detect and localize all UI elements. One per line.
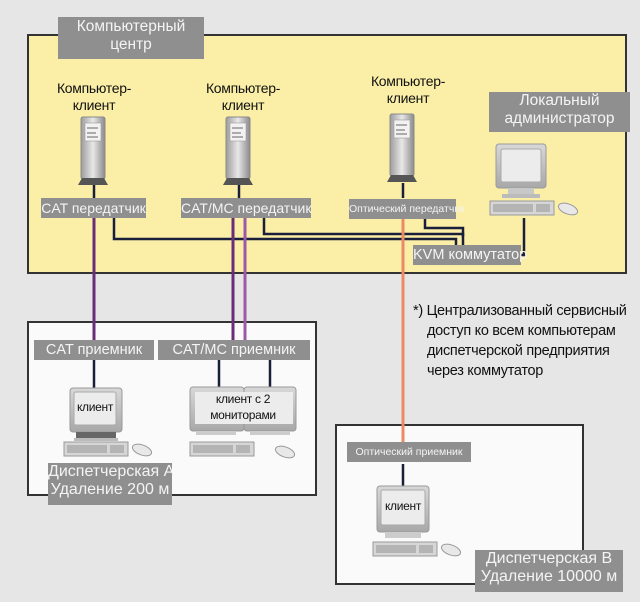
optical-transmitter: Оптический передатчик: [349, 199, 465, 219]
dispatch-a-label-line1: Диспетчерская А: [48, 463, 175, 480]
local-admin-label-line1: Локальный: [519, 92, 600, 109]
note-line-3: диспетчерской предприятия: [427, 343, 610, 359]
note-line-1: *) Централизованный сервисный: [413, 303, 627, 319]
computer-center-label-line1: Компьютерный: [76, 18, 186, 35]
computer-client-1-line1: Компьютер-: [56, 80, 132, 96]
computer-center-label-line2: центр: [110, 35, 152, 53]
client-a-label: клиент: [76, 400, 114, 414]
dispatch-b-label-line2: Удаление 10000 м: [480, 568, 618, 586]
computer-client-1-label: Компьютер- клиент: [44, 80, 144, 114]
kvm-cable-cat: [112, 218, 458, 248]
server-tower-icon: [387, 113, 417, 182]
catmc-transmitter: CAT/MC передатчик: [181, 198, 312, 218]
optical-receiver: Оптический приемник: [347, 442, 471, 462]
dispatch-a-label-line2: Удаление 200 м: [50, 481, 170, 499]
client-b-workstation-icon: [372, 485, 462, 557]
computer-client-3-line2: клиент: [386, 89, 430, 106]
dual-monitor-client-icon: [189, 386, 297, 459]
dispatch-a-label: Диспетчерская А Удаление 200 м: [48, 463, 175, 505]
note-line-2: доступ ко всем компьютерам: [427, 323, 616, 339]
catmc-receiver: CAT/MC приемник: [158, 340, 310, 360]
computer-client-3-line1: Компьютер-: [370, 73, 446, 89]
server-tower-icon: [78, 116, 108, 185]
dual-client-label-line1: клиент с 2: [215, 392, 271, 406]
client-a-workstation-icon: [63, 387, 153, 457]
dual-client-label-line2: мониторами: [210, 408, 276, 422]
server-tower-icon: [223, 116, 253, 185]
client-b-label: клиент: [384, 499, 422, 513]
local-admin-label: Локальный администратор: [489, 92, 630, 132]
computer-client-2-line2: клиент: [221, 96, 265, 113]
note-line-4: через коммутатор: [427, 363, 544, 379]
computer-client-1-line2: клиент: [72, 96, 116, 113]
computer-client-2-label: Компьютер- клиент: [193, 80, 293, 114]
computer-client-2-line1: Компьютер-: [205, 80, 281, 96]
computer-client-3-label: Компьютер- клиент: [358, 73, 458, 107]
kvm-cable-optical: [423, 218, 465, 238]
cat-transmitter: CAT передатчик: [41, 198, 146, 218]
service-access-note: *) Централизованный сервисный доступ ко …: [413, 301, 627, 381]
dispatch-b-label-line1: Диспетчерская B: [485, 550, 613, 567]
cat-receiver: CAT приемник: [34, 340, 154, 360]
admin-workstation-icon: [489, 143, 579, 216]
computer-center-label: Компьютерный центр: [58, 17, 204, 59]
kvm-switch: KVM коммутатор: [413, 245, 528, 265]
kvm-cable-catmc: [262, 218, 465, 248]
dispatch-b-label: Диспетчерская B Удаление 10000 м: [475, 550, 623, 592]
dual-monitor-client-label: клиент с 2 мониторами: [198, 391, 288, 423]
local-admin-label-line2: администратор: [504, 109, 615, 127]
kvm-cable-admin: [520, 218, 526, 257]
